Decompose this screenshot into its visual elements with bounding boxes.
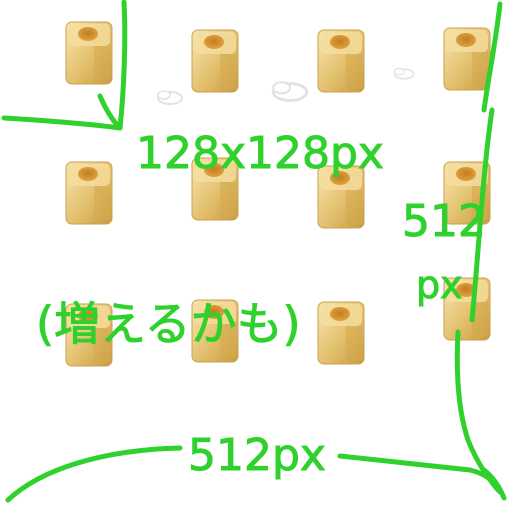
right-lower-stroke bbox=[454, 329, 501, 493]
smoke-puffs bbox=[157, 67, 415, 105]
smoke-puff bbox=[271, 81, 309, 102]
block-sprite bbox=[65, 21, 113, 85]
smoke-puff bbox=[157, 90, 183, 105]
block-sprite bbox=[191, 157, 239, 221]
smoke-puff bbox=[393, 67, 415, 80]
block-sprite bbox=[317, 165, 365, 229]
guide-lines bbox=[1, 0, 507, 503]
height-label-line2: px bbox=[416, 263, 463, 307]
block-sprite bbox=[317, 301, 365, 365]
height-label-line1: 512 bbox=[402, 196, 486, 247]
block-sprite bbox=[65, 303, 113, 367]
block-sprite bbox=[191, 29, 239, 93]
block-sprite bbox=[443, 27, 491, 91]
block-sprite bbox=[191, 299, 239, 363]
note-label: (増えるかも) bbox=[36, 297, 301, 351]
block-sprite bbox=[317, 29, 365, 93]
width-label: 512px bbox=[188, 430, 326, 481]
block-sprites bbox=[65, 21, 491, 367]
cell-size-label: 128x128px bbox=[136, 128, 384, 179]
right-vertical-stroke bbox=[469, 1, 503, 323]
cell-outline-stroke bbox=[1, 0, 128, 131]
block-sprite bbox=[65, 161, 113, 225]
bottom-left-arc bbox=[5, 445, 183, 503]
